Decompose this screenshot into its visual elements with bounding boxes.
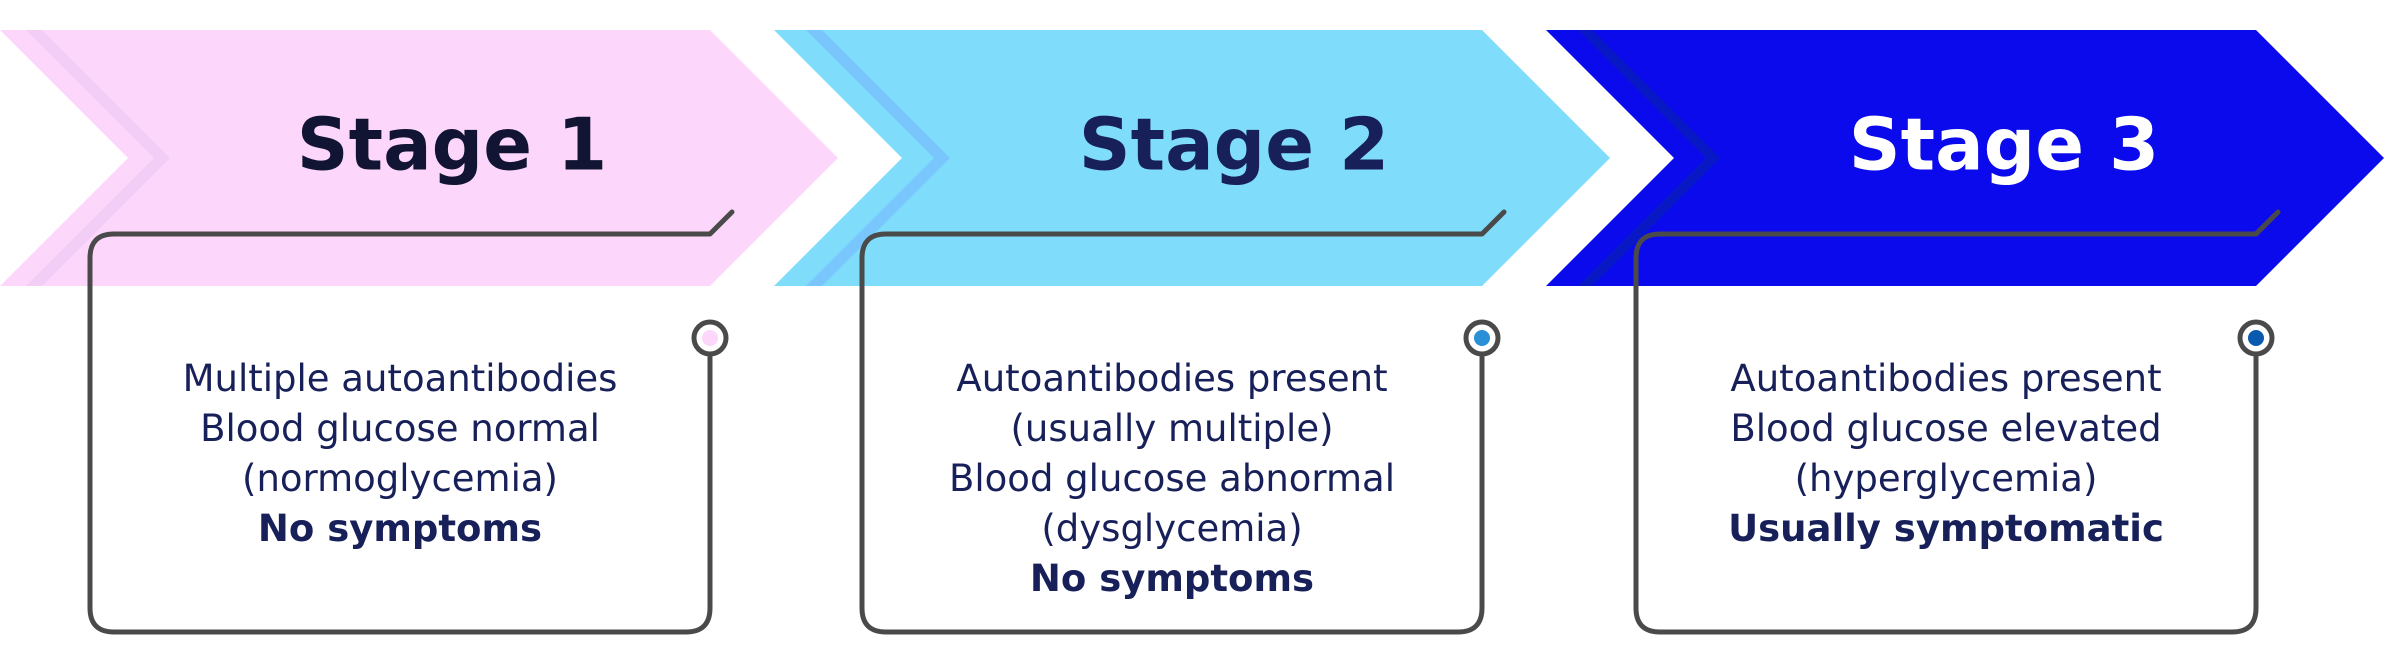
stage-3-line: (hyperglycemia) <box>1794 457 2098 500</box>
stage-1-title: Stage 1 <box>297 103 607 187</box>
stage-2-line: (dysglycemia) <box>1041 507 1303 550</box>
stage-2-line: Blood glucose abnormal <box>949 457 1395 500</box>
stage-2-box-outline <box>859 209 1507 635</box>
stage-1-line: Blood glucose normal <box>200 407 600 450</box>
stage-3-box <box>1633 209 2281 635</box>
stage-2-line: (usually multiple) <box>1010 407 1334 450</box>
stage-3-description: Autoantibodies present Blood glucose ele… <box>1646 354 2246 554</box>
stage-2-title: Stage 2 <box>1079 103 1389 187</box>
stage-2-arrow: Stage 2 <box>774 30 1610 286</box>
stage-2-line: No symptoms <box>1029 557 1315 600</box>
stage-3-title: Stage 3 <box>1849 103 2159 187</box>
stage-1-line: No symptoms <box>257 507 543 550</box>
stage-2-box <box>859 209 1507 635</box>
stage-1-arrow: Stage 1 <box>0 30 838 286</box>
stage-3-arrow: Stage 3 <box>1546 30 2384 286</box>
stage-1-arrow-body <box>0 30 838 286</box>
stage-3-line: Blood glucose elevated <box>1730 407 2162 450</box>
stage-2-description: Autoantibodies present (usually multiple… <box>872 354 1472 604</box>
stage-1-line: (normoglycemia) <box>242 457 558 500</box>
stage-3-line: Autoantibodies present <box>1730 357 2162 400</box>
stage-1-box-outline <box>87 209 735 635</box>
stage-1-box <box>87 209 735 635</box>
stage-1-line: Multiple autoantibodies <box>182 357 618 400</box>
stage-3-line: Usually symptomatic <box>1728 507 2164 550</box>
stage-3-arrow-body <box>1546 30 2384 286</box>
stage-3-connector-dot-inner <box>2248 330 2264 346</box>
stage-2-line: Autoantibodies present <box>956 357 1388 400</box>
stage-2-arrow-body <box>774 30 1610 286</box>
stage-1-description: Multiple autoantibodies Blood glucose no… <box>100 354 700 554</box>
stage-2-connector-dot-inner <box>1474 330 1490 346</box>
stage-1-connector-dot-inner <box>702 330 718 346</box>
stage-3-box-outline <box>1633 209 2281 635</box>
